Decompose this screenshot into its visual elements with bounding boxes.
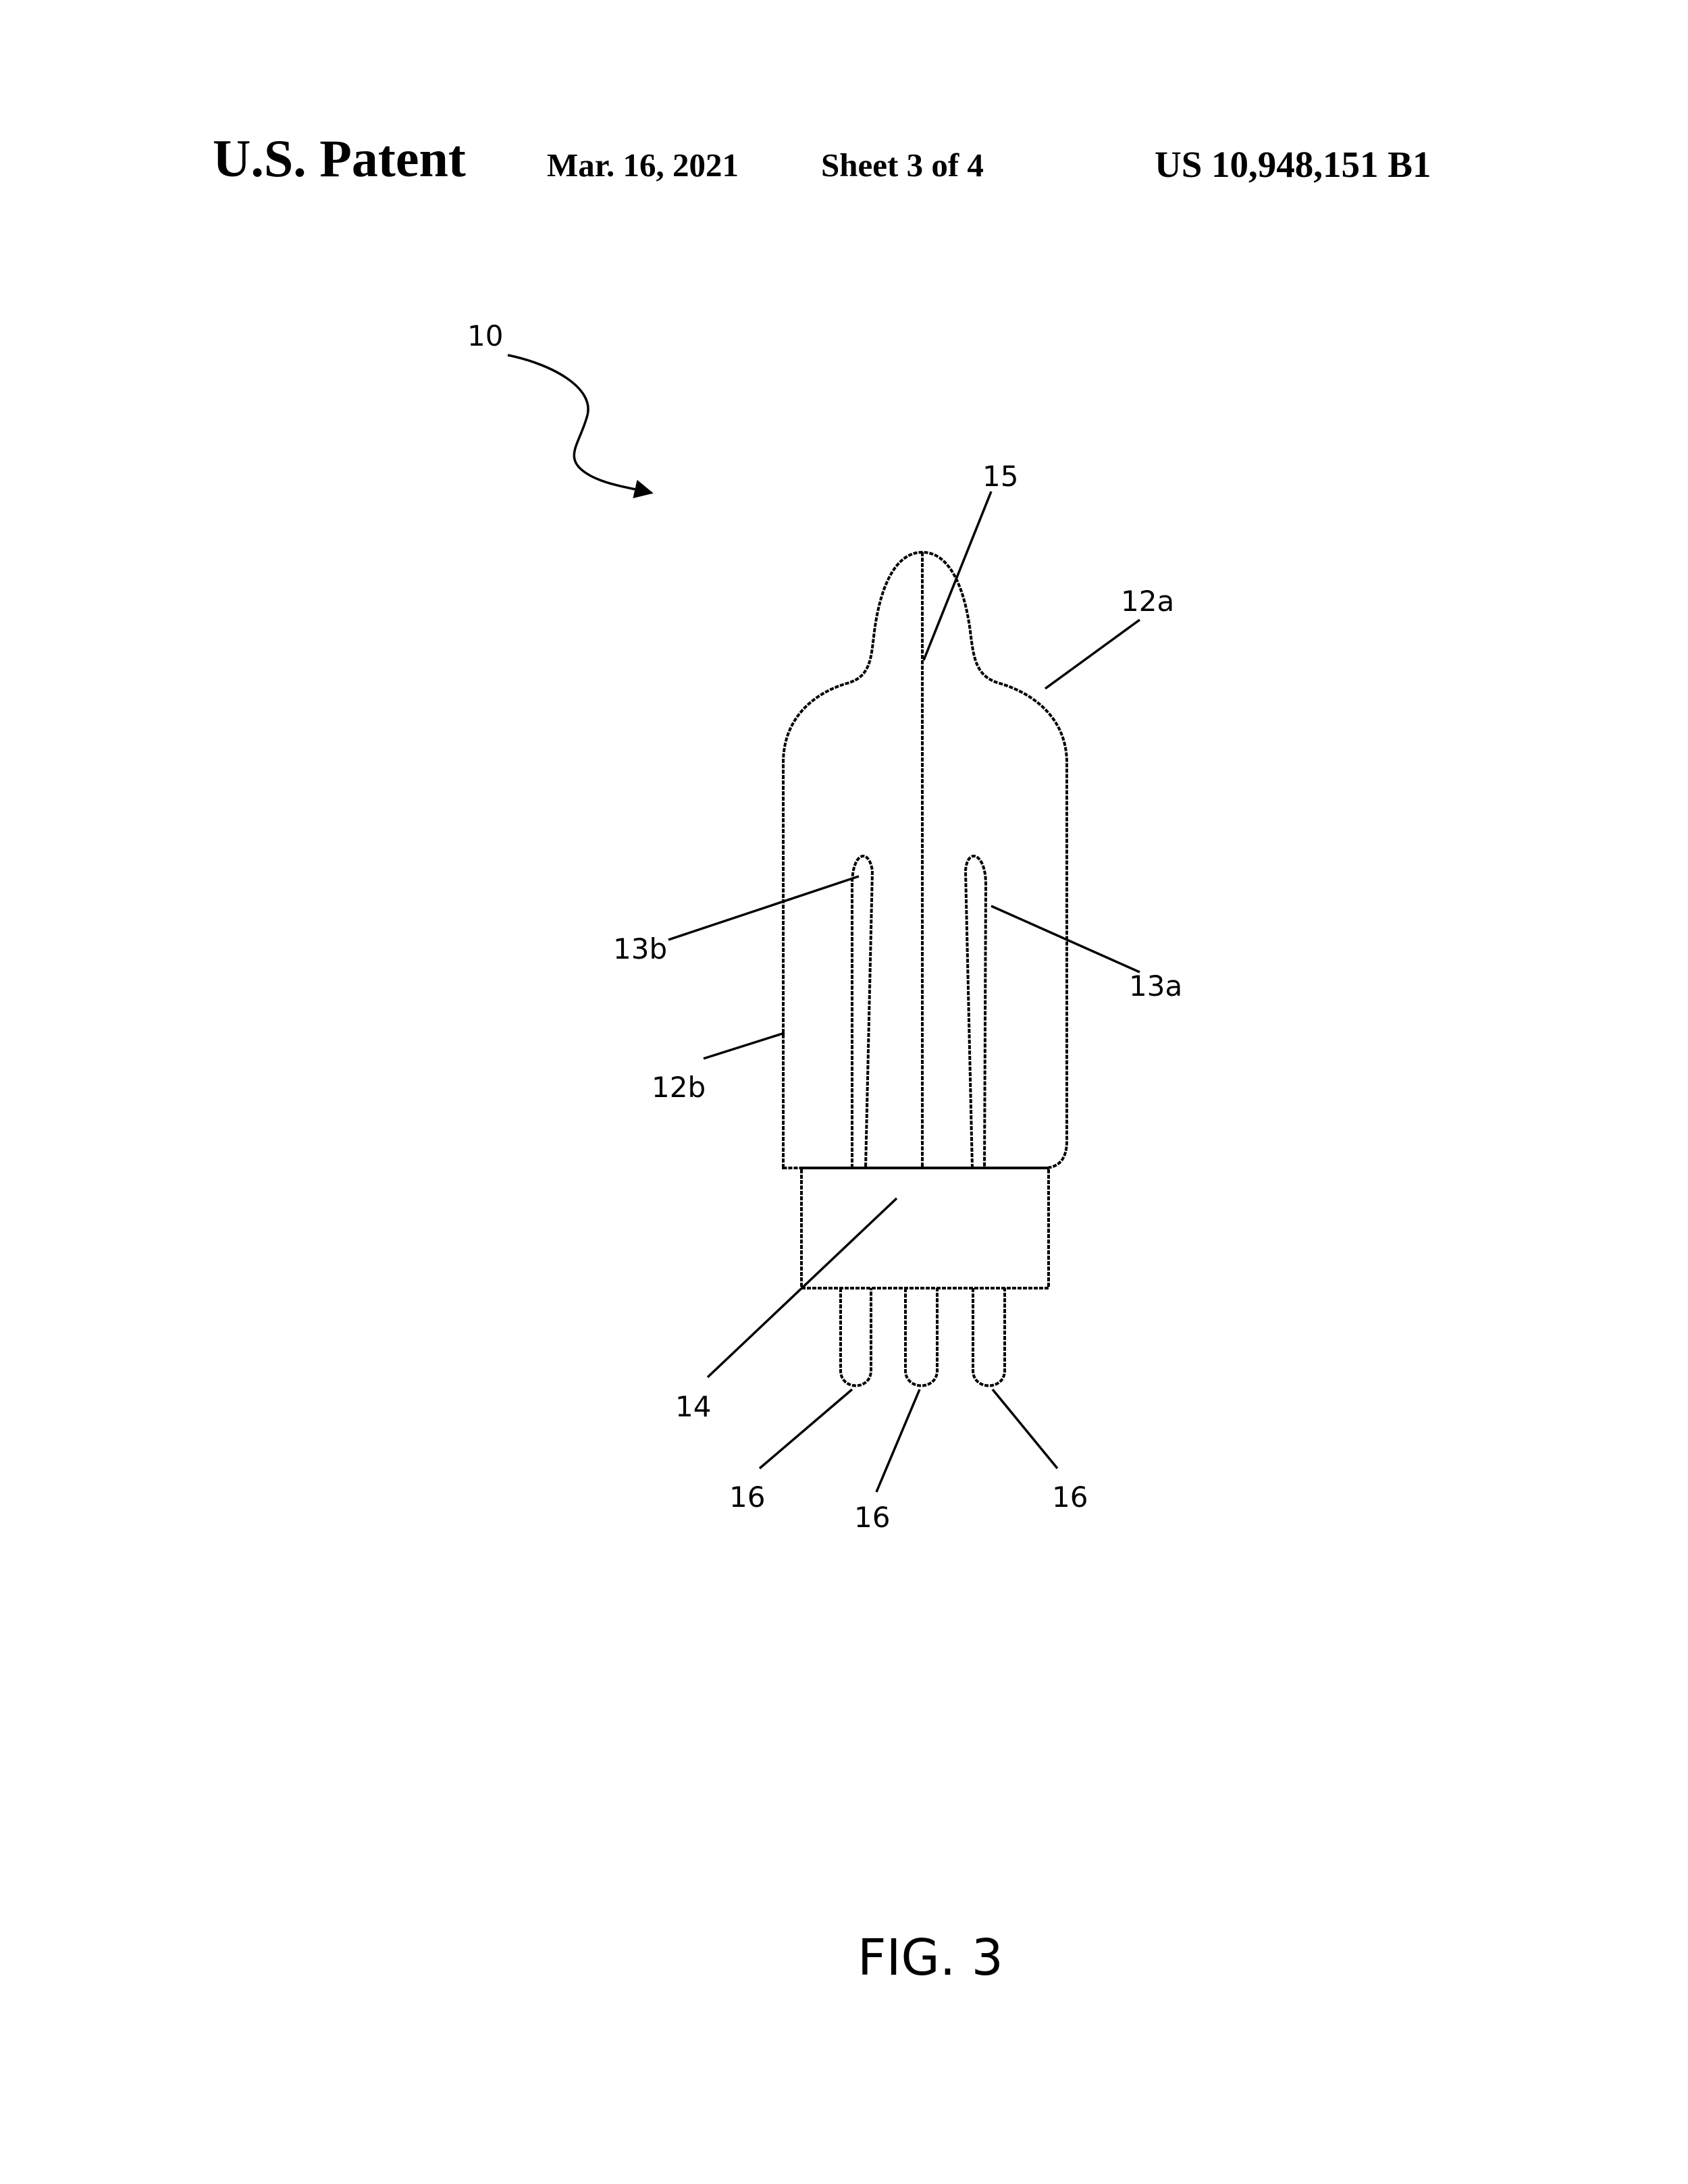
patent-date: Mar. 16, 2021 — [547, 147, 739, 184]
ref-label-12a: 12a — [1121, 585, 1174, 618]
ref-label-16-right: 16 — [1052, 1481, 1088, 1514]
leader-14 — [706, 1197, 898, 1379]
base-14 — [800, 1167, 1050, 1289]
ref-label-14: 14 — [675, 1390, 711, 1423]
leader-13a — [991, 905, 1140, 974]
ref-label-13a: 13a — [1129, 969, 1182, 1003]
patent-title: U.S. Patent — [213, 129, 466, 188]
ref-label-16-left: 16 — [729, 1481, 765, 1514]
leader-16-right — [991, 1388, 1059, 1470]
pin-16-left — [839, 1288, 872, 1387]
bulb-envelope-outline — [782, 550, 1068, 1169]
ref-label-16-center: 16 — [854, 1501, 890, 1534]
sheet-number: Sheet 3 of 4 — [821, 147, 984, 184]
assembly-pointer-arrow — [507, 354, 654, 499]
ref-label-12b: 12b — [652, 1071, 706, 1104]
patent-number: US 10,948,151 B1 — [1155, 144, 1431, 185]
ref-label-10: 10 — [467, 319, 503, 352]
leader-13b — [668, 875, 860, 941]
figure-label: FIG. 3 — [858, 1929, 1003, 1987]
electrode-13b — [851, 855, 874, 1169]
pin-16-right — [972, 1288, 1006, 1387]
leader-16-left — [758, 1388, 853, 1470]
electrode-13a — [964, 855, 988, 1169]
pin-16-center — [904, 1288, 939, 1387]
leader-12b — [703, 1032, 785, 1060]
leader-16-center — [875, 1389, 921, 1493]
ref-label-15: 15 — [982, 460, 1018, 493]
ref-label-13b: 13b — [613, 932, 667, 965]
leader-15 — [922, 491, 993, 661]
leader-12a — [1044, 618, 1141, 690]
